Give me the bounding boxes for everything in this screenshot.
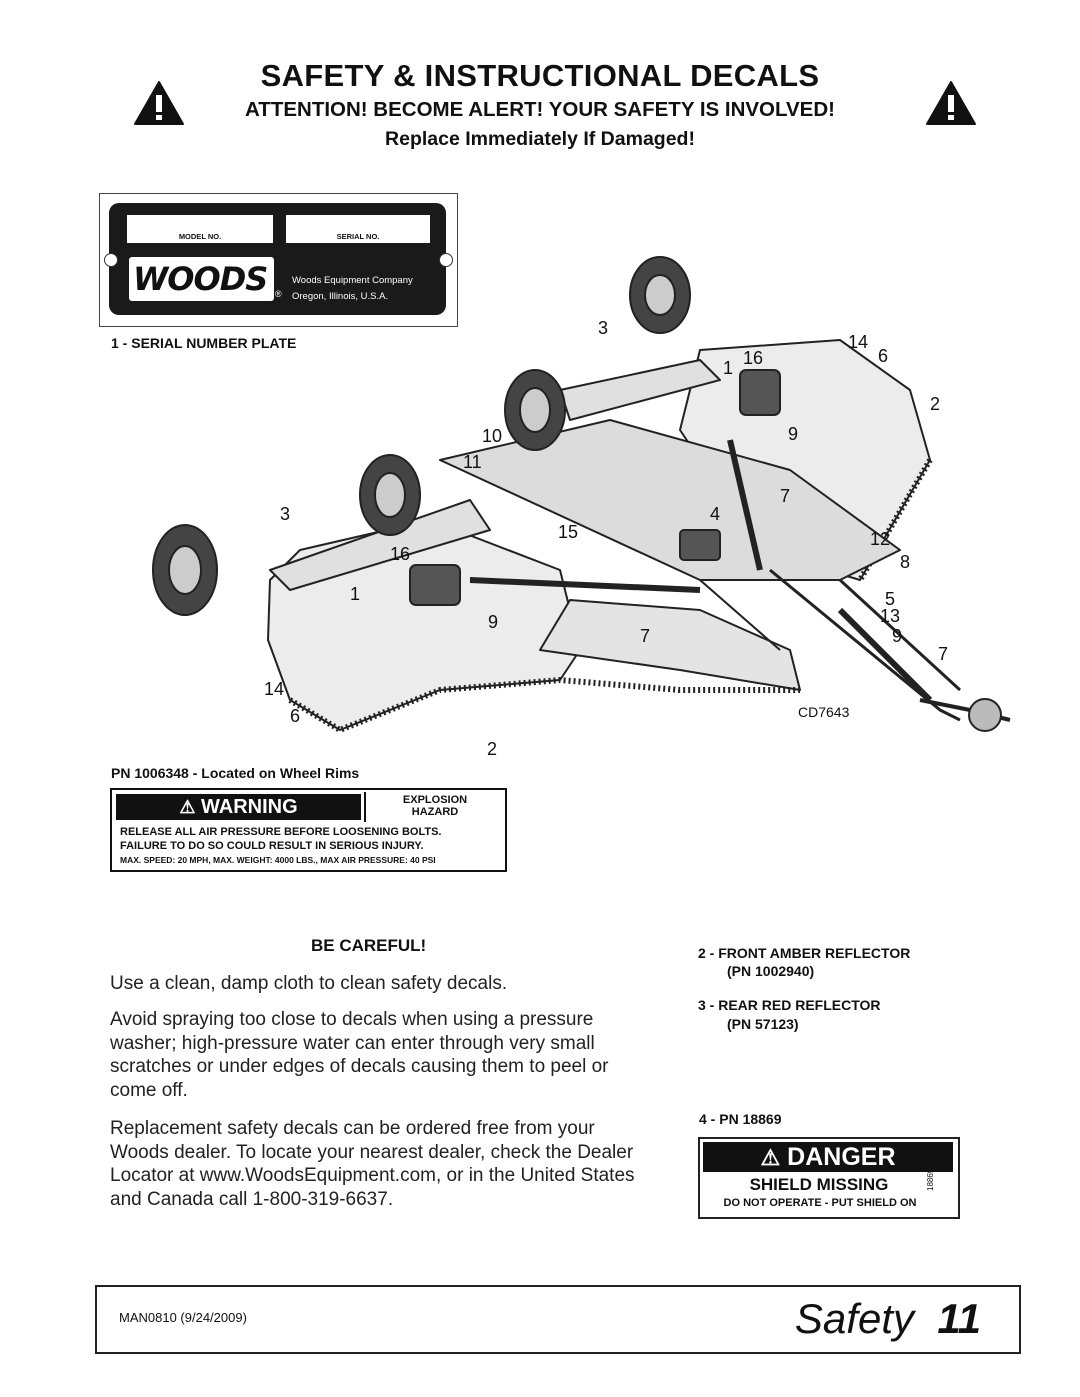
brand-logo: WOODS	[129, 257, 274, 301]
mower-diagram: 3 14 6 1 16 2 10 9 11 7 3 4 15 16 12 8 1…	[152, 256, 1011, 759]
danger-decal-caption: 4 - PN 18869	[699, 1111, 782, 1127]
page-number: 11	[937, 1295, 981, 1342]
callout-2: 2	[930, 394, 940, 414]
replace-subtitle: Replace Immediately If Damaged!	[385, 128, 695, 150]
callout-14: 14	[264, 679, 284, 699]
callout-13: 13	[880, 606, 900, 626]
company-location: Oregon, Illinois, U.S.A.	[292, 291, 389, 302]
callout-16: 16	[390, 544, 410, 564]
callout-11: 11	[463, 452, 482, 472]
danger-triangle-icon: ⚠	[760, 1145, 781, 1170]
callout-3: 3	[598, 318, 608, 338]
reflector-2-line1: 2 - FRONT AMBER REFLECTOR	[698, 945, 911, 961]
callout-5: 5	[885, 589, 895, 609]
mount-hole	[104, 253, 118, 267]
callout-4: 4	[710, 504, 720, 524]
danger-decal: ⚠ DANGER SHIELD MISSING DO NOT OPERATE -…	[698, 1137, 960, 1219]
callout-7: 7	[780, 486, 790, 506]
reflector-3-line1: 3 - REAR RED REFLECTOR	[698, 997, 881, 1013]
reflector-2-line2: (PN 1002940)	[727, 963, 815, 979]
careful-paragraph-2: Avoid spraying too close to decals when …	[110, 1009, 609, 1101]
be-careful-heading: BE CAREFUL!	[311, 936, 427, 955]
explosion-hazard-label: EXPLOSION HAZARD	[364, 792, 504, 822]
careful-paragraph-1: Use a clean, damp cloth to clean safety …	[110, 973, 508, 994]
section-name: Safety	[794, 1295, 914, 1342]
callout-10: 10	[482, 426, 502, 446]
callout-7: 7	[640, 626, 650, 646]
callout-15: 15	[558, 522, 578, 542]
figure-id: CD7643	[798, 704, 850, 720]
warning-decal-caption: PN 1006348 - Located on Wheel Rims	[111, 765, 360, 781]
warning-text: RELEASE ALL AIR PRESSURE BEFORE LOOSENIN…	[120, 826, 442, 865]
manual-number: MAN0810 (9/24/2009)	[119, 1310, 247, 1325]
serial-number-field: SERIAL NO.	[286, 215, 430, 243]
attention-subtitle: ATTENTION! BECOME ALERT! YOUR SAFETY IS …	[245, 98, 835, 121]
right-warning-triangle-icon	[926, 81, 976, 125]
warning-triangle-icon: ⚠	[179, 797, 196, 817]
company-name: Woods Equipment Company	[292, 275, 413, 286]
decal-code: 18869-B	[926, 1160, 935, 1191]
serial-plate-caption: 1 - SERIAL NUMBER PLATE	[111, 335, 297, 351]
callout-7: 7	[938, 644, 948, 664]
callout-3: 3	[280, 504, 290, 524]
shield-missing-text: SHIELD MISSING	[749, 1175, 889, 1194]
warning-header: ⚠ WARNING	[116, 794, 361, 820]
callout-12: 12	[870, 529, 890, 549]
mount-hole	[439, 253, 453, 267]
danger-header: ⚠ DANGER	[703, 1142, 953, 1172]
callout-6: 6	[878, 346, 888, 366]
page-footer: MAN0810 (9/24/2009) Safety 11	[95, 1285, 1021, 1354]
warning-decal: ⚠ WARNING EXPLOSION HAZARD RELEASE ALL A…	[110, 788, 507, 872]
callout-1: 1	[723, 358, 733, 378]
callout-2: 2	[487, 739, 497, 759]
model-number-field: MODEL NO.	[127, 215, 273, 243]
left-warning-triangle-icon	[134, 81, 184, 125]
page-title: SAFETY & INSTRUCTIONAL DECALS	[260, 58, 820, 93]
callout-9: 9	[892, 626, 902, 646]
careful-paragraph-3: Replacement safety decals can be ordered…	[110, 1118, 635, 1210]
callout-1: 1	[350, 584, 360, 604]
do-not-operate-text: DO NOT OPERATE - PUT SHIELD ON	[723, 1197, 917, 1209]
callout-9: 9	[488, 612, 498, 632]
reflector-3-line2: (PN 57123)	[727, 1016, 799, 1032]
callout-8: 8	[900, 552, 910, 572]
serial-number-plate: MODEL NO. SERIAL NO. WOODS ® Woods Equip…	[109, 203, 446, 315]
callout-14: 14	[848, 332, 868, 352]
callout-9: 9	[788, 424, 798, 444]
callout-6: 6	[290, 706, 300, 726]
callout-16: 16	[743, 348, 763, 368]
